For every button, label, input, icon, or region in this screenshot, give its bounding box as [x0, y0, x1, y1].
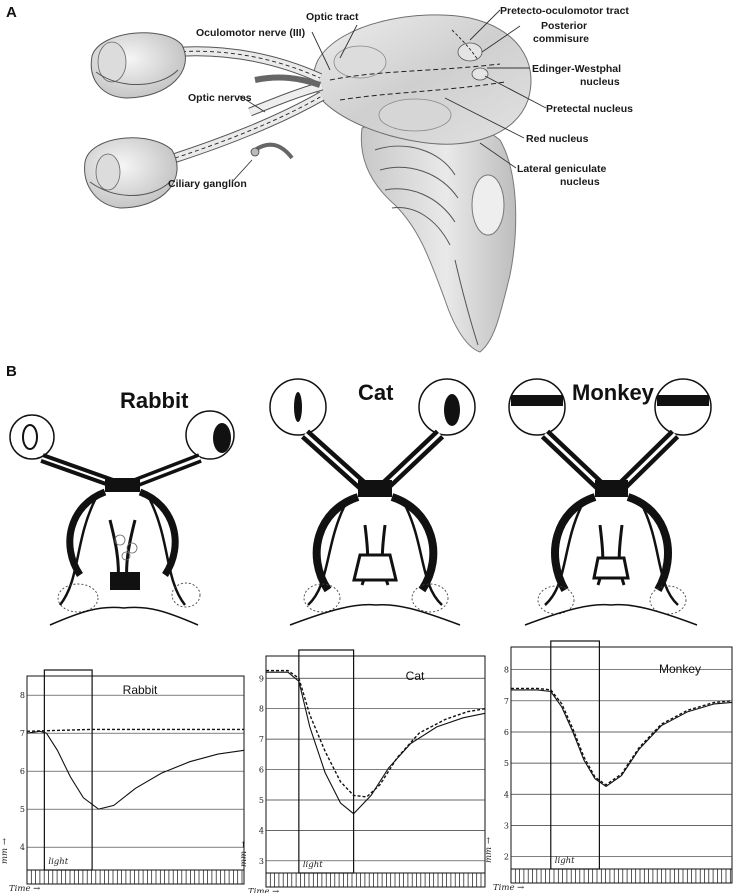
chart-tick-label: 7 — [20, 729, 25, 738]
chart-tick-label: 8 — [20, 691, 25, 700]
light-stimulus-box — [550, 640, 601, 870]
label-pretectal-nucleus: Pretectal nucleus — [546, 103, 633, 115]
panel-letter-b: B — [6, 363, 17, 380]
time-axis-label: Time → — [9, 884, 40, 893]
schematic-rabbit — [9, 410, 235, 626]
midbrain-illustration — [313, 14, 532, 145]
chart-tick-label: 3 — [259, 857, 264, 866]
series-dashed-line — [266, 669, 486, 798]
light-label: light — [48, 857, 68, 867]
species-label-cat: Cat — [358, 380, 394, 405]
chart-tick-label: 2 — [504, 853, 509, 862]
chart-tick-label: 4 — [504, 790, 509, 799]
time-axis-label: Time → — [493, 883, 524, 893]
label-red-nucleus: Red nucleus — [526, 133, 589, 145]
label-oculomotor-nerve: Oculomotor nerve (III) — [196, 27, 305, 39]
chart-title: Cat — [406, 669, 425, 683]
label-lateral-geniculate-1: Lateral geniculate — [517, 163, 606, 175]
series-solid-line — [511, 689, 733, 788]
chart-tick-label: 8 — [504, 666, 509, 675]
chart-tick-label: 9 — [259, 674, 264, 683]
light-stimulus-box — [43, 669, 93, 871]
species-label-rabbit: Rabbit — [120, 388, 189, 413]
mm-axis-label: mm → — [484, 837, 494, 863]
label-edinger-westphal-2: nucleus — [580, 76, 620, 88]
time-axis-label: Time → — [248, 887, 279, 893]
visual-pathway — [84, 32, 325, 209]
chart-tick-label: 5 — [259, 796, 264, 805]
chart-title: Monkey — [659, 662, 701, 676]
series-dashed-line — [511, 687, 733, 786]
lower-eye — [84, 137, 178, 209]
chart-tick-label: 6 — [259, 766, 264, 775]
series-solid-line — [26, 730, 245, 810]
mm-axis-label: mm → — [239, 841, 249, 867]
species-label-monkey: Monkey — [572, 380, 655, 405]
chart-tick-label: 4 — [259, 826, 264, 835]
chart-frame — [26, 675, 245, 885]
series-solid-line — [266, 671, 486, 815]
chart-frame — [510, 646, 733, 884]
chart-tick-label: 6 — [20, 767, 25, 776]
pretectal-region — [457, 42, 483, 62]
mm-axis-label: mm → — [0, 838, 10, 864]
chart-tick-label: 4 — [20, 843, 25, 852]
cerebellar-peduncle — [471, 174, 505, 236]
label-optic-nerves: Optic nerves — [188, 92, 252, 104]
chart-tick-label: 3 — [504, 821, 509, 830]
chart-tick-label: 7 — [259, 735, 264, 744]
schematic-monkey — [508, 378, 712, 626]
label-pretecto-oculomotor-tract: Pretecto-oculomotor tract — [500, 5, 629, 17]
chart-tick-label: 8 — [259, 705, 264, 714]
brainstem-illustration — [360, 116, 517, 353]
chart-tick-label: 5 — [504, 759, 509, 768]
callout-leaders — [231, 9, 547, 183]
schematic-cat — [269, 378, 476, 626]
panel-a: A — [6, 4, 633, 353]
upper-eye — [90, 32, 186, 99]
callout-labels: Optic tract Oculomotor nerve (III) Optic… — [168, 5, 633, 190]
label-ciliary-ganglion: Ciliary ganglion — [168, 178, 247, 190]
series-dashed-line — [26, 728, 244, 732]
label-optic-tract: Optic tract — [306, 11, 359, 23]
label-posterior-commisure-1: Posterior — [541, 20, 587, 32]
panel-b: B Rabbit Cat Monkey — [0, 363, 733, 893]
light-label: light — [555, 856, 575, 866]
label-edinger-westphal-1: Edinger-Westphal — [532, 63, 621, 75]
label-lateral-geniculate-2: nucleus — [560, 176, 600, 188]
panel-letter-a: A — [6, 4, 17, 21]
light-label: light — [303, 860, 323, 870]
chart-tick-label: 5 — [20, 805, 25, 814]
light-stimulus-box — [298, 649, 355, 874]
chart-title: Rabbit — [123, 683, 158, 697]
chart-tick-label: 7 — [504, 697, 509, 706]
label-posterior-commisure-2: commisure — [533, 33, 589, 45]
ciliary-ganglion-mark — [250, 147, 260, 157]
chart-tick-label: 6 — [504, 728, 509, 737]
